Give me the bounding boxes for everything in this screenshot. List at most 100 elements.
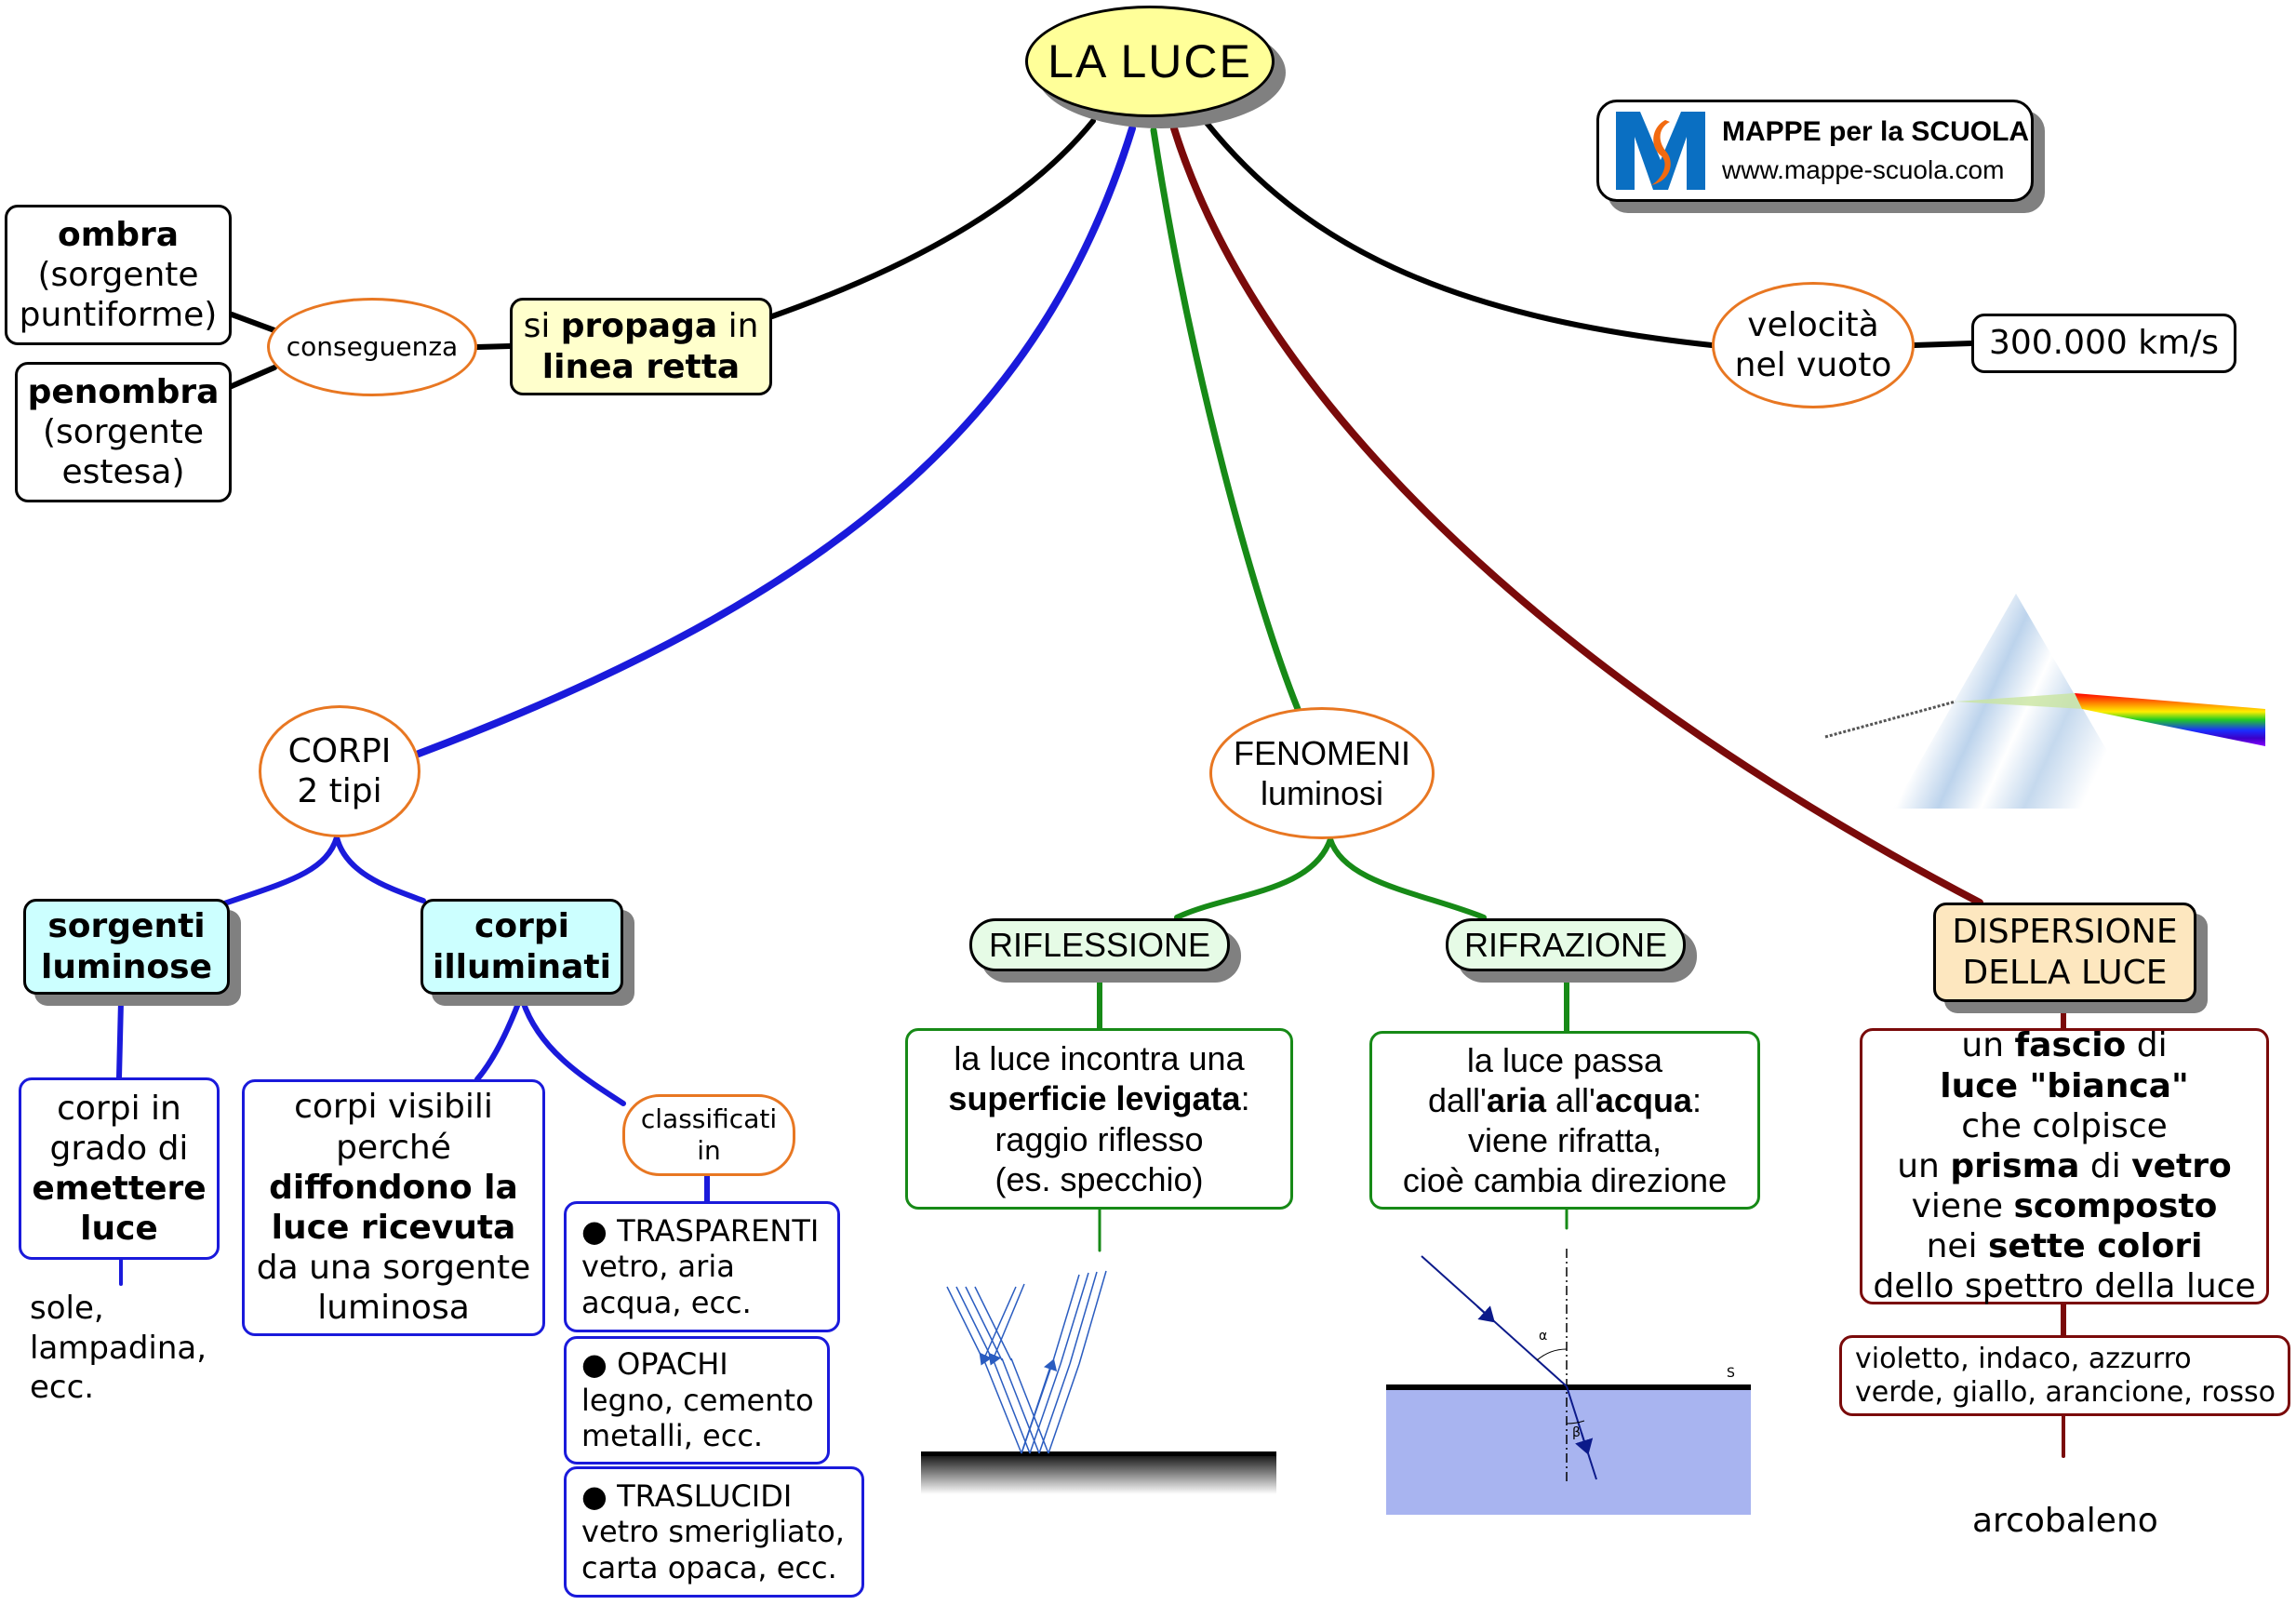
link-velocita-value [1912, 341, 1974, 348]
rifrazione-line2-pre: dall' [1428, 1080, 1487, 1119]
example-item: lampadina, [30, 1329, 207, 1367]
link-root-corpi [415, 125, 1136, 757]
penombra-node[interactable]: penombra (sorgente estesa) [15, 362, 232, 502]
category-line2: acqua, ecc. [581, 1284, 752, 1320]
desc-segment: luce "bianca" [1940, 1066, 2189, 1105]
dispersione-desc-line: un fascio di [1961, 1025, 2167, 1065]
velocita-line2: nel vuoto [1734, 346, 1892, 384]
desc-segment: vetro [2131, 1146, 2232, 1185]
classificati-line2: in [697, 1135, 721, 1166]
conseguenza-link[interactable]: conseguenza [267, 298, 477, 396]
category-trasparenti[interactable]: ● TRASPARENTI vetro, aria acqua, ecc. [564, 1201, 840, 1332]
link-propaga-conseguenza [474, 343, 513, 350]
corpi-node[interactable]: CORPI 2 tipi [259, 705, 420, 837]
desc-segment: dello spettro della luce [1873, 1267, 2256, 1306]
propaga-bold: propaga [560, 307, 718, 346]
category-opachi[interactable]: ● OPACHI legno, cemento metalli, ecc. [564, 1336, 830, 1465]
sorgenti-desc-line2: grado di [49, 1129, 189, 1168]
riflessione-node[interactable]: RIFLESSIONE [969, 918, 1230, 971]
rifrazione-line2-acqua: acqua [1595, 1080, 1692, 1119]
example-item: ecc. [30, 1369, 95, 1406]
dispersione-desc-line: che colpisce [1961, 1106, 2168, 1146]
penombra-line3: estesa) [61, 453, 185, 492]
desc-segment: viene [1911, 1187, 2014, 1226]
ombra-title: ombra [57, 215, 180, 254]
illuminati-desc-line6: luminosa [317, 1289, 470, 1328]
dispersione-desc-line: un prisma di vetro [1897, 1146, 2232, 1186]
sorgenti-desc-line1: corpi in [57, 1089, 181, 1128]
illuminati-line2: illuminati [433, 947, 611, 986]
desc-segment: un [1897, 1146, 1951, 1185]
ombra-node[interactable]: ombra (sorgente puntiforme) [5, 205, 232, 345]
speed-value: 300.000 km/s [1988, 324, 2220, 363]
sorgenti-desc-node[interactable]: corpi in grado di emettere luce [19, 1077, 220, 1260]
rifrazione-line2-aria: aria [1486, 1080, 1546, 1119]
classificati-link[interactable]: classificati in [622, 1094, 795, 1176]
colors-line1: violetto, indaco, azzurro [1855, 1342, 2192, 1375]
riflessione-line2-post: : [1240, 1079, 1250, 1118]
dispersione-node[interactable]: DISPERSIONE DELLA LUCE [1933, 903, 2196, 1002]
logo-box[interactable]: MAPPE per la SCUOLA www.mappe-scuola.com [1596, 100, 2034, 202]
illuminati-desc-node[interactable]: corpi visibili perché diffondono la luce… [242, 1079, 545, 1336]
logo-brand: MAPPE per la SCUOLA [1722, 116, 2030, 148]
mirror-surface [921, 1451, 1276, 1494]
colors-line2: verde, giallo, arancione, rosso [1855, 1375, 2276, 1409]
illuminati-desc-line4: luce ricevuta [271, 1209, 516, 1247]
corpi-line1: CORPI [287, 731, 392, 770]
incident-ray [1421, 1255, 1568, 1387]
dispersione-line1: DISPERSIONE [1952, 913, 2178, 952]
root-node[interactable]: LA LUCE [1025, 6, 1275, 117]
velocita-line1: velocità [1747, 305, 1879, 344]
desc-segment: prisma [1950, 1146, 2080, 1185]
propaga-post: in [717, 307, 759, 346]
riflessione-line2-bold: superficie levigata [948, 1079, 1241, 1118]
riflessione-line3: raggio riflesso [994, 1119, 1204, 1158]
desc-segment: un [1961, 1026, 2015, 1065]
water-area [1386, 1388, 1751, 1515]
classificati-line1: classificati [640, 1103, 778, 1135]
riflessione-line4: (es. specchio) [994, 1159, 1204, 1198]
fenomeni-node[interactable]: FENOMENI luminosi [1209, 707, 1435, 839]
category-line2: metalli, ecc. [581, 1418, 764, 1454]
illuminati-node[interactable]: corpi illuminati [420, 899, 623, 995]
sorgenti-desc-line4: luce [80, 1210, 158, 1249]
dispersione-desc-line: nei sette colori [1927, 1226, 2203, 1266]
rifrazione-line2-mid: all' [1546, 1080, 1595, 1119]
conseguenza-label: conseguenza [286, 331, 459, 363]
penombra-line2: (sorgente [42, 412, 205, 451]
velocita-link[interactable]: velocità nel vuoto [1712, 282, 1915, 408]
category-name: TRASPARENTI [617, 1212, 820, 1249]
category-traslucidi[interactable]: ● TRASLUCIDI vetro smerigliato, carta op… [564, 1466, 864, 1598]
fenomeni-line1: FENOMENI [1233, 733, 1410, 772]
link-conseguenza-penombra [229, 365, 277, 389]
beta-label: β [1572, 1425, 1581, 1440]
illuminati-desc-line5: da una sorgente [256, 1249, 531, 1288]
corpi-line2: 2 tipi [297, 772, 382, 810]
result-label: arcobaleno [1972, 1502, 2158, 1540]
riflessione-desc-node[interactable]: la luce incontra una superficie levigata… [905, 1028, 1293, 1210]
root-title: LA LUCE [1048, 35, 1252, 87]
fenomeni-line2: luminosi [1260, 774, 1384, 812]
category-line1: legno, cemento [581, 1382, 814, 1418]
desc-segment: che colpisce [1961, 1106, 2168, 1145]
logo-url[interactable]: www.mappe-scuola.com [1722, 155, 2005, 185]
link-root-dispersione [1170, 125, 1983, 906]
propaga-node[interactable]: si propaga in linea retta [510, 298, 772, 395]
category-name: OPACHI [617, 1346, 728, 1383]
rifrazione-line4: cioè cambia direzione [1402, 1161, 1728, 1200]
sorgenti-node[interactable]: sorgenti luminose [23, 899, 230, 995]
propaga-pre: si [523, 307, 561, 346]
desc-segment: di [2079, 1146, 2132, 1185]
colors-node[interactable]: violetto, indaco, azzurro verde, giallo,… [1839, 1335, 2290, 1416]
speed-value-node[interactable]: 300.000 km/s [1971, 314, 2236, 373]
link-root-fenomeni [1150, 127, 1302, 713]
rifrazione-line2-post: : [1691, 1080, 1702, 1119]
dispersione-desc-line: viene scomposto [1912, 1186, 2218, 1226]
rifrazione-desc-node[interactable]: la luce passa dall'aria all'acqua: viene… [1369, 1031, 1760, 1210]
rifrazione-node[interactable]: RIFRAZIONE [1446, 918, 1686, 971]
illuminati-desc-line2: perché [336, 1128, 451, 1167]
illuminati-desc-line3: diffondono la [269, 1168, 518, 1207]
link-illuminati-classificati [520, 998, 626, 1106]
refraction-illustration [1386, 1249, 1751, 1515]
